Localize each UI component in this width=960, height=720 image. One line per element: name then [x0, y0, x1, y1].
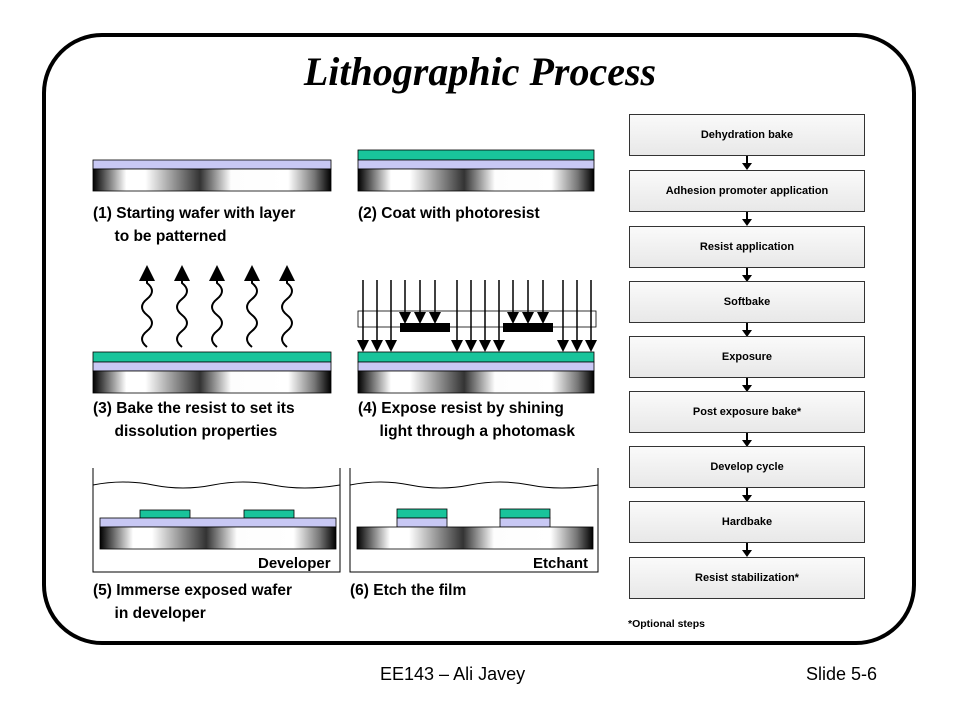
flow-step-resist-application: Resist application	[629, 226, 865, 268]
flow-step-hardbake: Hardbake	[629, 501, 865, 543]
step4-caption: (4) Expose resist by shining light throu…	[358, 400, 575, 440]
flow-arrow	[742, 323, 752, 337]
flow-arrow	[742, 488, 752, 502]
slide-title: Lithographic Process	[303, 49, 657, 94]
step6-caption: (6) Etch the film	[350, 582, 467, 599]
step2-wafer	[357, 149, 595, 192]
step6-bath	[349, 468, 599, 573]
step3-wafer	[92, 265, 332, 394]
flow-step-post-exposure-bake: Post exposure bake*	[629, 391, 865, 433]
flow-arrow	[742, 543, 752, 557]
etchant-label: Etchant	[533, 555, 589, 572]
flow-arrow	[742, 268, 752, 282]
step5-caption: (5) Immerse exposed wafer in developer	[93, 582, 293, 622]
footer-slide-number: Slide 5-6	[806, 664, 878, 684]
flow-step-resist-stabilization: Resist stabilization*	[629, 557, 865, 599]
step5-bath	[92, 468, 341, 573]
photomask	[357, 310, 597, 328]
exposure-arrows	[357, 280, 597, 352]
flow-step-adhesion-promoter: Adhesion promoter application	[629, 170, 865, 212]
flow-step-softbake: Softbake	[629, 281, 865, 323]
mask-block-right	[503, 323, 553, 332]
flow-step-develop-cycle: Develop cycle	[629, 446, 865, 488]
footer-author: EE143 – Ali Javey	[380, 664, 526, 684]
step1-caption: (1) Starting wafer with layer to be patt…	[93, 205, 296, 245]
flow-arrow	[742, 433, 752, 447]
heat-waves	[139, 265, 295, 348]
step1-wafer	[92, 159, 332, 192]
flow-arrow	[742, 212, 752, 226]
flow-step-dehydration-bake: Dehydration bake	[629, 114, 865, 156]
developer-label: Developer	[258, 555, 331, 572]
flow-arrow	[742, 156, 752, 170]
step4-wafer	[357, 280, 597, 394]
step2-caption: (2) Coat with photoresist	[358, 205, 540, 222]
mask-block-left	[400, 323, 450, 332]
optional-steps-note: *Optional steps	[628, 618, 706, 630]
slide-frame	[42, 33, 916, 645]
flow-step-exposure: Exposure	[629, 336, 865, 378]
step3-caption: (3) Bake the resist to set its dissoluti…	[93, 400, 295, 440]
flow-arrow	[742, 378, 752, 392]
